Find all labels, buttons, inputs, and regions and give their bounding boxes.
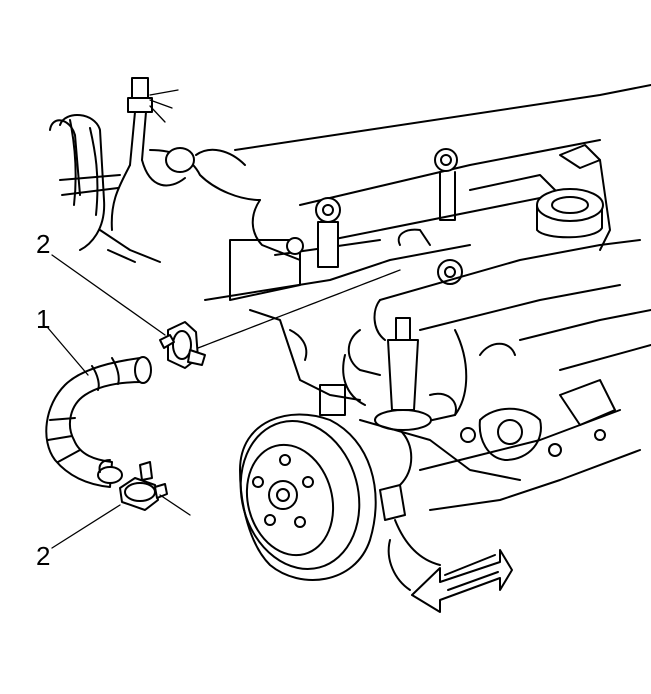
engine-block [249, 309, 641, 591]
bolt-icon [286, 237, 304, 255]
callout-clamp-lower: 2 [36, 541, 50, 571]
oil-filler-cap [536, 188, 604, 239]
bolt-icon [315, 197, 341, 268]
alignment-line [159, 269, 401, 516]
front-direction-arrow-icon [411, 549, 513, 613]
valve-cover [373, 159, 651, 426]
leader-lines [47, 254, 166, 549]
heater-hose [45, 356, 152, 488]
intake-manifold [204, 84, 651, 301]
callout-hose: 1 [36, 304, 50, 334]
hose-clamp-upper [159, 321, 206, 369]
callout-clamp-upper: 2 [36, 229, 50, 259]
bolt-icon [434, 148, 458, 221]
wiring-harness [49, 77, 261, 263]
hose-clamp-lower [119, 461, 168, 511]
crankshaft-pulley [239, 413, 377, 581]
dipstick-tube [342, 317, 432, 431]
